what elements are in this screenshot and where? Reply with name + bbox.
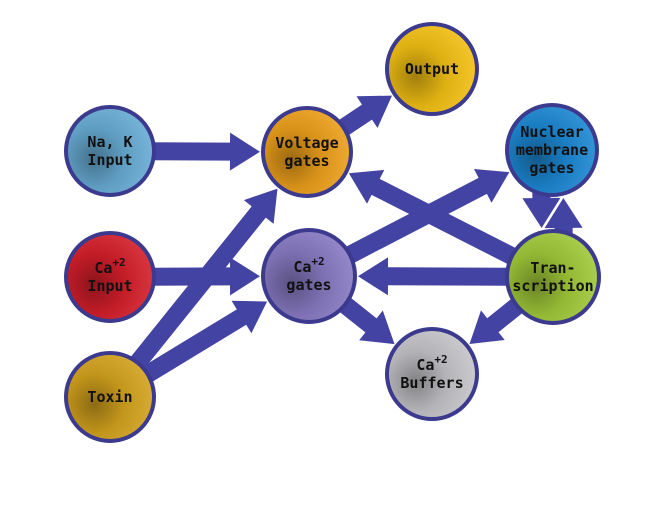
node-label: scription [512,277,593,295]
arrow-transcription-to-ca-buffers [469,296,526,344]
node-label: Voltage [275,134,338,152]
node-label: gates [284,152,329,170]
node-label: Nuclear [520,123,583,141]
node-circle [385,22,479,116]
node-label: Buffers [400,374,463,392]
arrow-toxin-to-ca-gates [139,300,268,384]
node-label: gates [286,276,331,294]
node-label-superscript: +2 [112,256,125,269]
arrow-na-k-input-to-voltage-gates [150,132,260,171]
node-label: membrane [516,141,588,159]
node-label: Toxin [87,388,132,406]
node-label: Tran- [530,259,575,277]
node-label-superscript: +2 [434,353,447,366]
node-toxin: Toxin [64,351,156,443]
node-label-superscript: +2 [311,255,324,268]
node-circle [64,105,156,197]
arrow-voltage-gates-to-output [335,95,392,138]
node-circle [385,327,479,421]
node-label: gates [529,159,574,177]
node-circle [64,231,156,323]
arrow-transcription-to-voltage-gates [348,169,520,266]
edges-layer [128,95,583,384]
node-transcription: Tran-scription [505,229,601,325]
arrow-nuclear-membrane-gates-to-transcription [522,190,561,228]
arrow-transcription-to-nuclear-membrane-gates [544,198,583,236]
node-output: Output [385,22,479,116]
node-circle [505,103,599,197]
node-label: Na, K [87,133,132,151]
arrow-ca-gates-to-ca-buffers [336,295,395,345]
nodes-layer: Na, KInputCa+2InputToxinVoltagegatesCa+2… [64,22,601,443]
arrow-toxin-to-voltage-gates [128,188,278,372]
arrow-transcription-to-ca-gates [358,257,511,296]
node-label: Output [405,60,459,78]
node-circle [261,228,357,324]
node-circle [261,106,353,198]
node-label: Input [87,151,132,169]
node-circle [505,229,601,325]
node-circle [64,351,156,443]
node-label: Input [87,277,132,295]
